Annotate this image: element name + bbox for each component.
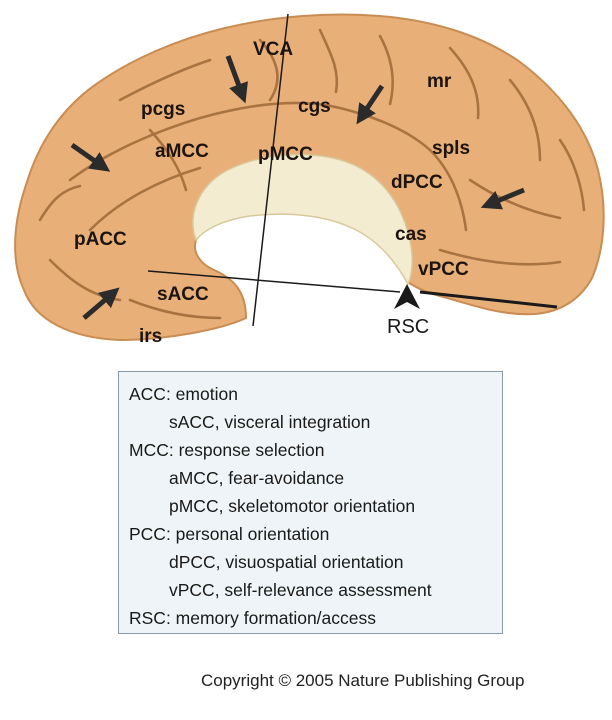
vca-line <box>252 13 289 327</box>
legend-line: aMCC, fear-avoidance <box>169 468 345 488</box>
label-pcgs: pcgs <box>141 99 185 120</box>
label-vpcc: vPCC <box>418 259 469 280</box>
legend-line: MCC: response selection <box>129 440 325 460</box>
arrow-icon <box>225 55 248 104</box>
label-pacc: pACC <box>74 229 127 250</box>
sulcus-arrows <box>70 55 525 320</box>
label-irs: irs <box>139 326 162 347</box>
rsc-arrowhead-icon <box>394 284 420 309</box>
label-dpcc: dPCC <box>391 172 443 193</box>
arrow-icon <box>82 287 120 320</box>
vca-horizontal-line <box>147 270 401 293</box>
label-vca: VCA <box>253 39 293 60</box>
rsc-line <box>419 290 558 309</box>
legend-line: sACC, visceral integration <box>169 412 371 432</box>
sulci <box>38 28 586 320</box>
label-mr: mr <box>427 71 452 92</box>
legend-line: vPCC, self-relevance assessment <box>169 580 432 600</box>
label-cgs: cgs <box>298 96 331 117</box>
label-sacc: sACC <box>157 284 209 305</box>
label-rsc: RSC <box>387 316 429 338</box>
label-cas: cas <box>395 224 427 245</box>
legend-line: RSC: memory formation/access <box>129 608 377 628</box>
corpus-callosum <box>192 153 413 286</box>
legend-line: pMCC, skeletomotor orientation <box>169 496 416 516</box>
arrow-icon <box>356 84 385 125</box>
label-pmcc: pMCC <box>258 144 313 165</box>
legend-line: PCC: personal orientation <box>129 524 330 544</box>
legend-line: ACC: emotion <box>129 384 238 404</box>
reference-lines <box>147 13 558 327</box>
arrow-icon <box>480 187 525 210</box>
copyright-text: Copyright © 2005 Nature Publishing Group <box>201 671 525 690</box>
label-spls: spls <box>432 138 470 159</box>
brain-medial-view: VCA mr cgs pcgs aMCC pMCC spls dPCC pACC… <box>14 13 605 347</box>
arrow-icon <box>70 142 111 172</box>
label-amcc: aMCC <box>155 141 209 162</box>
legend-line: dPCC, visuospatial orientation <box>169 552 404 572</box>
